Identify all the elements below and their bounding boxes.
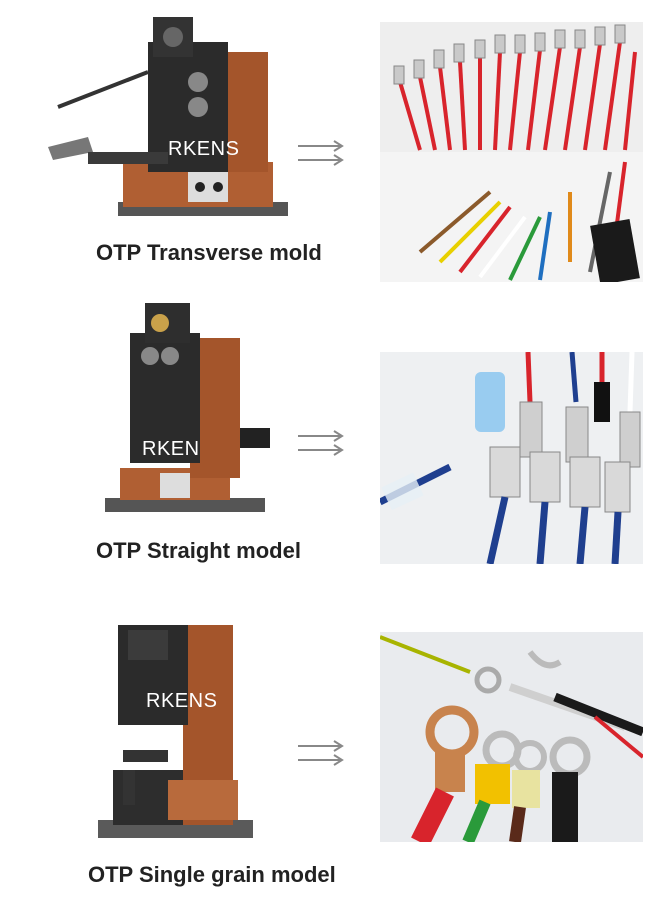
section-caption: OTP Transverse mold [96, 240, 322, 265]
section-straight: RKEN [0, 290, 658, 580]
double-arrow-icon [296, 738, 346, 768]
section-caption: OTP Single grain model [88, 862, 336, 887]
watermark-label: RKEN [142, 438, 200, 460]
double-arrow-icon [296, 138, 346, 168]
section-transverse: RKENS [0, 0, 658, 282]
watermark-label: RKENS [146, 690, 218, 712]
section-single-grain: RKENS OTP Single [0, 600, 658, 897]
double-arrow-icon [296, 428, 346, 458]
insulated-terminals-photo [380, 352, 643, 564]
ring-terminals-photo [380, 632, 643, 842]
machine-straight-image: RKEN [100, 298, 280, 523]
machine-single-grain-image: RKENS [98, 620, 258, 850]
watermark-label: RKENS [168, 138, 240, 160]
wire-terminals-photo [380, 22, 643, 282]
section-caption: OTP Straight model [96, 538, 301, 563]
machine-transverse-image: RKENS [48, 12, 288, 222]
